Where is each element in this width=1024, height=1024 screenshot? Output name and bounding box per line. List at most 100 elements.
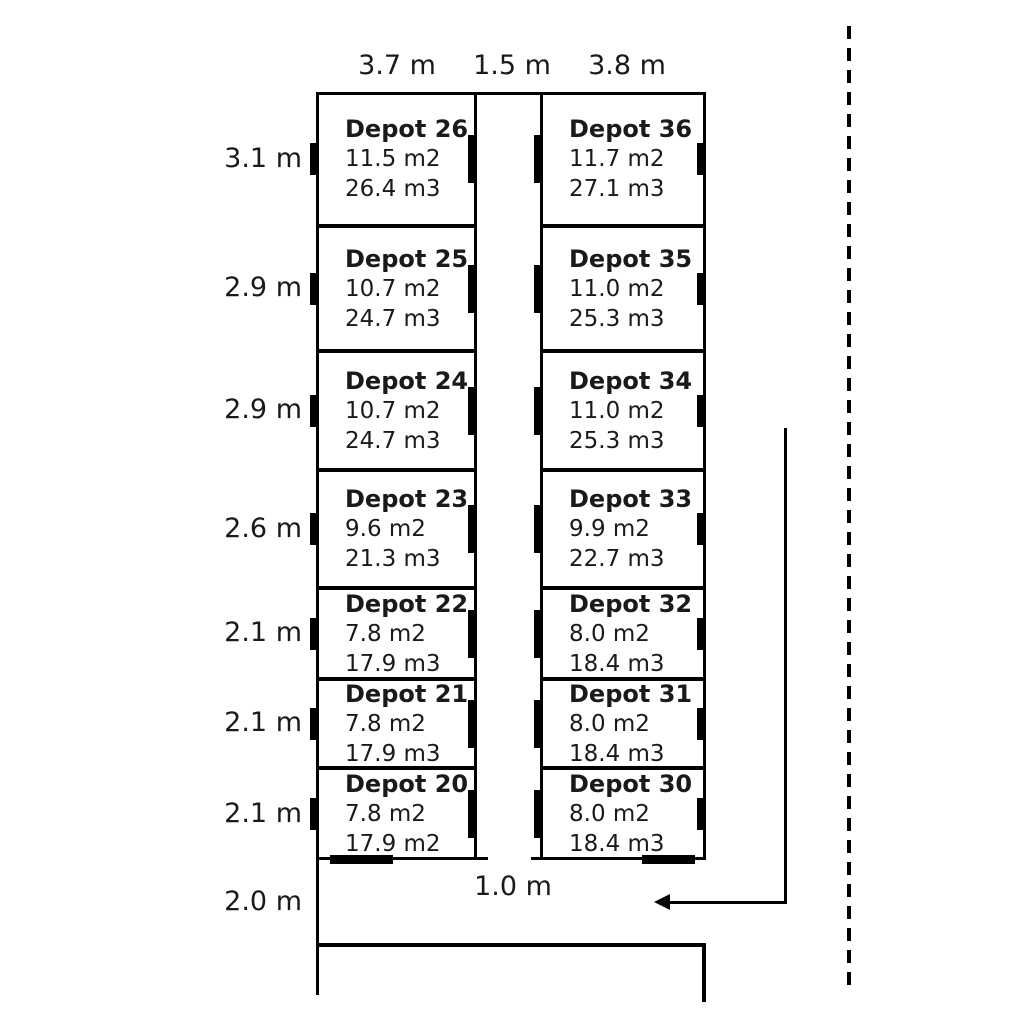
row-divider: [316, 766, 477, 770]
depot-name: Depot 36: [569, 115, 693, 143]
depot-area: 8.0 m2: [569, 801, 650, 827]
lower-right-wall: [702, 945, 706, 1002]
depot-cell: Depot 20 7.8 m2 17.9 m2: [319, 768, 474, 860]
door-marker: [309, 617, 318, 650]
row-divider: [540, 224, 706, 228]
door-marker: [533, 386, 542, 435]
row-divider: [540, 586, 706, 590]
depot-area: 8.0 m2: [569, 620, 650, 647]
depot-name: Depot 30: [569, 770, 693, 798]
door-marker: [467, 386, 476, 435]
row-divider: [316, 349, 477, 353]
corridor-top-wall: [474, 92, 543, 95]
depot-volume: 18.4 m3: [569, 740, 665, 767]
door-marker: [467, 135, 476, 183]
dashed-boundary-line: [847, 26, 851, 994]
door-marker: [309, 272, 318, 305]
row-divider: [540, 468, 706, 472]
depot-area: 11.0 m2: [569, 397, 665, 424]
depot-cell: Depot 36 11.7 m2 27.1 m3: [543, 92, 703, 226]
depot-name: Depot 34: [569, 366, 693, 395]
door-marker: [309, 707, 318, 740]
door-marker: [696, 272, 705, 305]
door-marker: [533, 609, 542, 658]
bottom-door-marker-left: [330, 855, 393, 864]
depot-volume: 17.9 m2: [345, 831, 441, 857]
depot-volume: 24.7 m3: [345, 427, 441, 454]
depot-volume: 17.9 m3: [345, 740, 441, 767]
row-dimension-label: 2.9 m: [224, 394, 302, 425]
depot-name: Depot 25: [345, 244, 469, 273]
depot-volume: 24.7 m3: [345, 305, 441, 332]
door-marker: [309, 513, 318, 545]
door-marker: [696, 513, 705, 545]
corridor-bottom-stub-left: [474, 857, 488, 860]
door-marker: [467, 264, 476, 313]
depot-area: 10.7 m2: [345, 275, 441, 302]
row-divider: [540, 766, 706, 770]
entrance-arrow-vertical-line: [784, 428, 787, 904]
depot-area: 11.0 m2: [569, 275, 665, 302]
depot-name: Depot 35: [569, 244, 693, 273]
row-dimension-label: 3.1 m: [224, 143, 302, 174]
depot-volume: 21.3 m3: [345, 546, 441, 572]
row-dimension-label: 2.1 m: [224, 798, 302, 829]
depot-name: Depot 20: [345, 770, 469, 798]
door-marker: [533, 264, 542, 313]
corridor-bottom-stub-right: [531, 857, 543, 860]
entrance-arrow-horizontal-line: [664, 901, 787, 904]
depot-volume: 26.4 m3: [345, 176, 441, 202]
depot-area: 10.7 m2: [345, 397, 441, 424]
depot-area: 9.6 m2: [345, 516, 426, 542]
depot-area: 9.9 m2: [569, 516, 650, 542]
depot-volume: 17.9 m3: [345, 650, 441, 677]
right-depot-column-outline: [540, 92, 706, 860]
depot-name: Depot 33: [569, 485, 693, 513]
depot-cell: Depot 23 9.6 m2 21.3 m3: [319, 470, 474, 588]
row-dimension-label: 2.1 m: [224, 707, 302, 738]
door-marker: [467, 790, 476, 838]
door-marker: [533, 699, 542, 748]
depot-area: 11.7 m2: [569, 146, 665, 172]
depot-volume: 27.1 m3: [569, 176, 665, 202]
depot-name: Depot 23: [345, 485, 469, 513]
door-marker: [533, 505, 542, 553]
depot-volume: 18.4 m3: [569, 650, 665, 677]
depot-volume: 18.4 m3: [569, 831, 665, 857]
depot-name: Depot 22: [345, 589, 469, 618]
depot-area: 7.8 m2: [345, 801, 426, 827]
depot-name: Depot 32: [569, 589, 693, 618]
row-divider: [316, 586, 477, 590]
depot-area: 8.0 m2: [569, 710, 650, 737]
door-marker: [696, 143, 705, 175]
door-marker: [533, 135, 542, 183]
depot-area: 11.5 m2: [345, 146, 441, 172]
row-dimension-label: 2.6 m: [224, 513, 302, 544]
row-divider: [316, 468, 477, 472]
door-marker: [309, 798, 318, 830]
arrow-left-icon: [654, 894, 670, 910]
lower-horizontal-wall: [316, 943, 706, 947]
depot-volume: 25.3 m3: [569, 305, 665, 332]
row-divider: [540, 677, 706, 681]
row-divider: [316, 677, 477, 681]
top-dimension-label: 3.8 m: [588, 50, 666, 81]
door-marker: [696, 707, 705, 740]
left-depot-column-outline: [316, 92, 477, 860]
row-dimension-label: 2.9 m: [224, 272, 302, 303]
door-marker: [533, 790, 542, 838]
door-marker: [309, 143, 318, 175]
door-marker: [467, 609, 476, 658]
lower-left-wall: [316, 860, 319, 995]
depot-name: Depot 26: [345, 115, 469, 143]
depot-name: Depot 24: [345, 366, 469, 395]
